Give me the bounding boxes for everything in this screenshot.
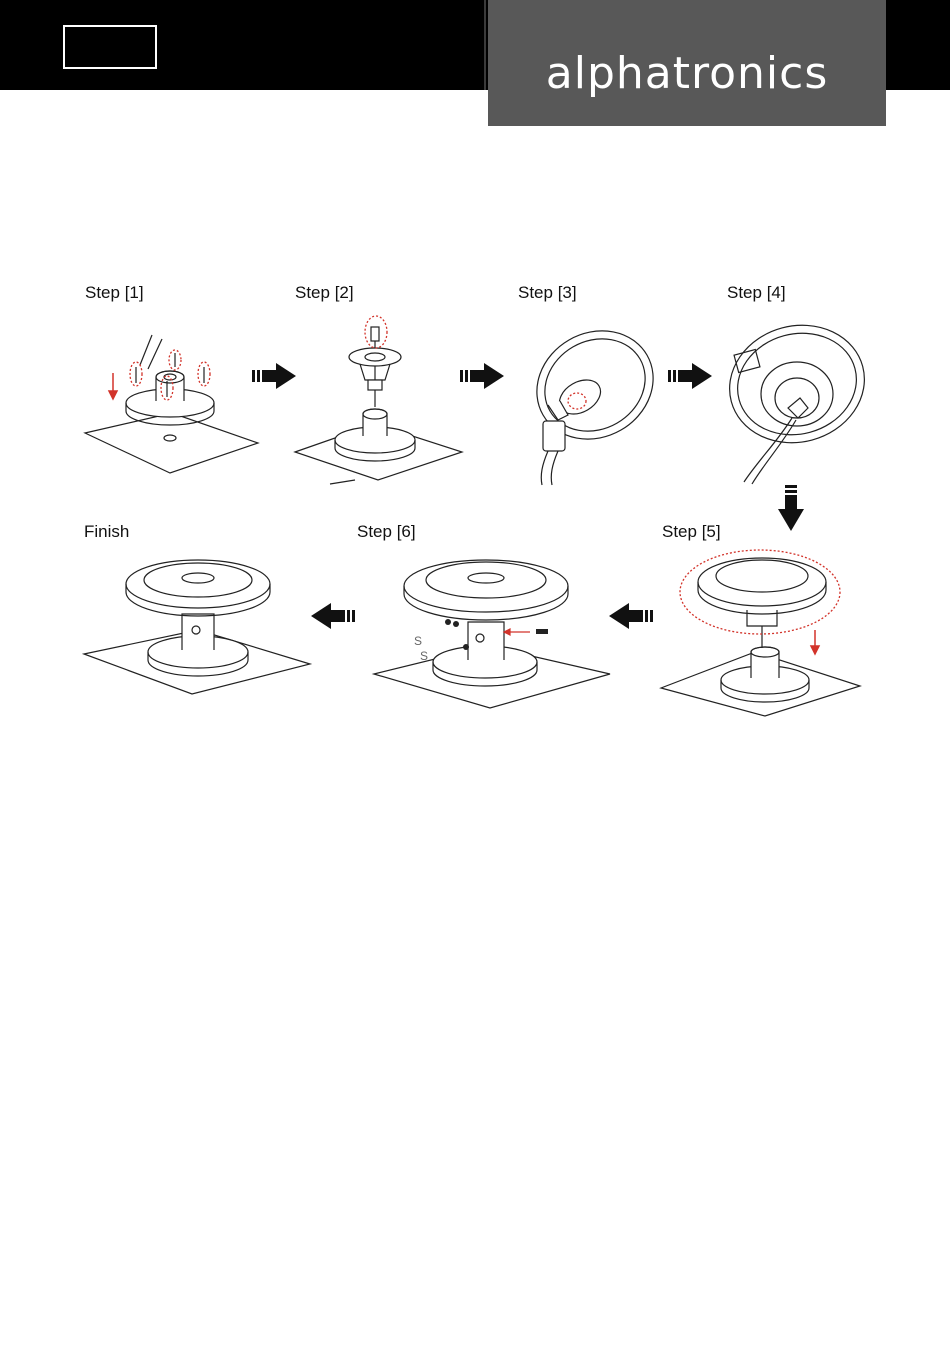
finish-label: Finish [84, 522, 129, 542]
step-2-illustration [290, 312, 470, 492]
flow-arrow-right-icon [460, 362, 506, 390]
step-3-label: Step [3] [518, 283, 577, 303]
step-1-label: Step [1] [85, 283, 144, 303]
flow-arrow-left-icon [309, 602, 355, 630]
flow-arrow-right-icon [668, 362, 714, 390]
brand-panel: alphatronics [488, 0, 886, 126]
step-1-illustration [80, 325, 265, 480]
header-separator [484, 0, 486, 90]
step-6-fragment-b: S [420, 649, 428, 663]
step-6-illustration: S S [370, 552, 615, 712]
brand-logo-text: alphatronics [488, 48, 886, 99]
step-4-label: Step [4] [727, 283, 786, 303]
finish-illustration [80, 552, 315, 697]
page-number-box [63, 25, 157, 69]
step-3-illustration [510, 325, 660, 490]
flow-arrow-down-icon [777, 485, 805, 533]
step-6-fragment-a: S [414, 634, 422, 648]
step-6-label: Step [6] [357, 522, 416, 542]
step-4-illustration [722, 322, 872, 487]
step-5-label: Step [5] [662, 522, 721, 542]
step-5-illustration [655, 540, 865, 725]
step-2-label: Step [2] [295, 283, 354, 303]
